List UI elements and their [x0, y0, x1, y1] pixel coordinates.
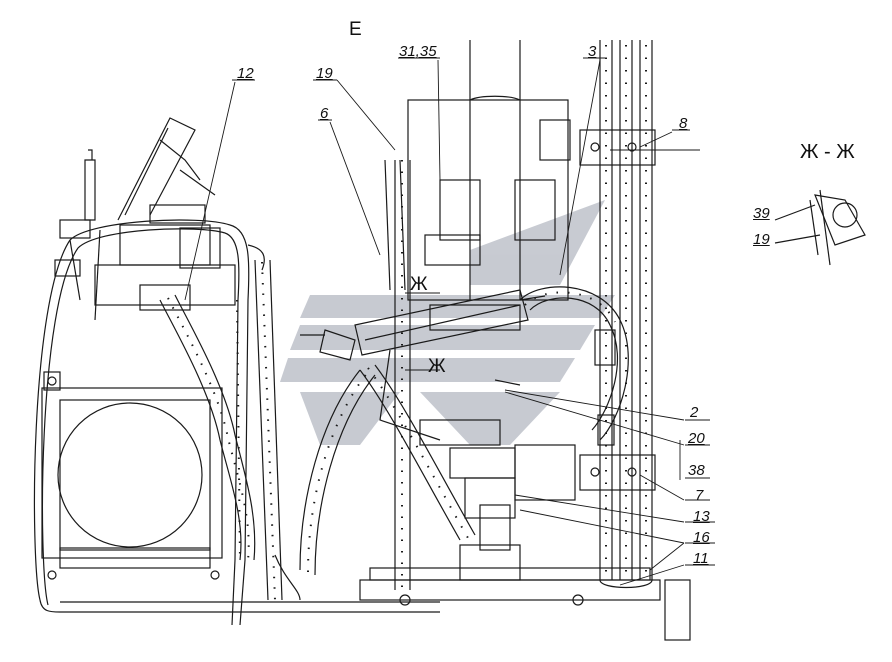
callout-6: 6 [320, 105, 329, 122]
callout-12: 12 [237, 65, 254, 82]
right-tube-dots [605, 45, 647, 575]
section-mark-upper: Ж [410, 274, 428, 295]
section-callout-39: 39 [753, 205, 770, 222]
leader-lines [184, 57, 715, 586]
section-mark-lower: Ж [428, 356, 446, 377]
callout-7: 7 [695, 487, 704, 504]
callout-19: 19 [316, 65, 333, 82]
callout-3: 3 [588, 43, 597, 60]
callout-8: 8 [679, 115, 688, 132]
callout-11: 11 [693, 550, 709, 567]
section-title: Ж - Ж [800, 141, 855, 163]
callout-31-35: 31,35 [399, 43, 437, 60]
callout-2: 2 [690, 404, 699, 421]
section-cut-marks [405, 292, 440, 371]
central-column [359, 40, 661, 606]
callout-16: 16 [693, 529, 710, 546]
fan-radiator [41, 371, 223, 580]
callout-38: 38 [688, 462, 705, 479]
callout-20: 20 [688, 430, 705, 447]
view-label: Е [349, 19, 362, 40]
watermark-logo [280, 200, 615, 445]
callout-13: 13 [693, 508, 710, 525]
section-callout-19: 19 [753, 231, 770, 248]
hoses-centre [299, 159, 629, 590]
left-frame [33, 219, 440, 626]
cylinder-assembly [300, 289, 546, 441]
hose-dots-left [167, 261, 276, 601]
right-tube-bundle [579, 40, 691, 641]
section-detail [774, 189, 866, 266]
hoses-left [159, 244, 301, 601]
pump-manifold [54, 117, 236, 311]
